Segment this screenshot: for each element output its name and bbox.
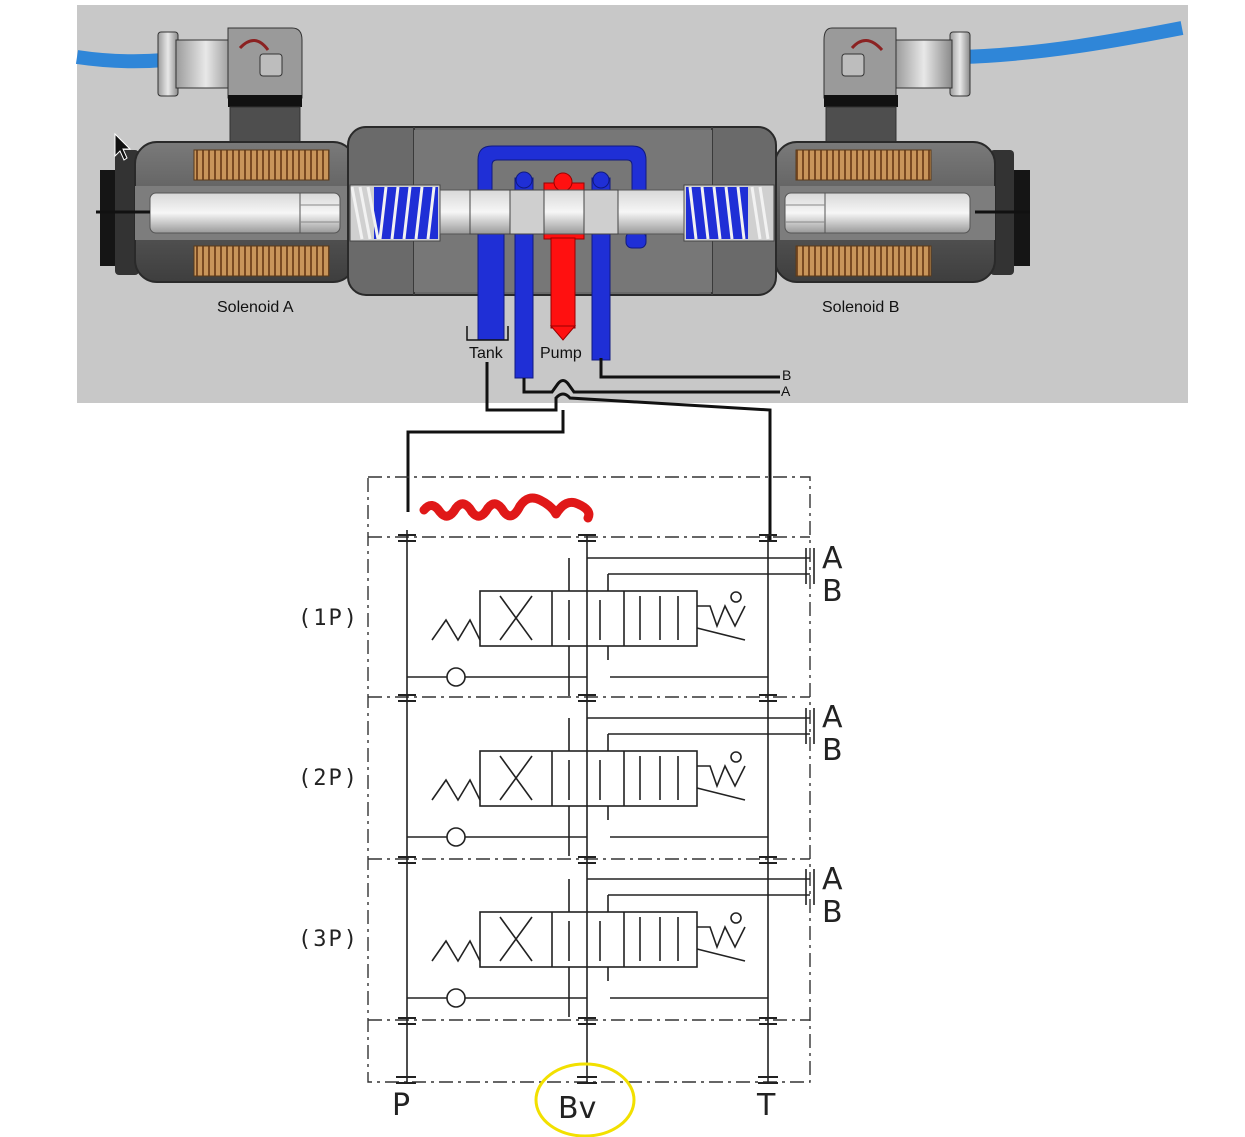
solenoid-b [774,141,1030,283]
red-scribble-annotation [419,493,594,523]
port-b-label: B [782,367,791,383]
port-bv-label: Bv [558,1091,596,1126]
connector-a [157,27,303,144]
connection-lines [406,358,780,541]
tank-bracket [466,326,509,341]
valve-illustration: Solenoid A Solenoid B Tank Pump B A [75,5,1188,403]
section-port-markers [396,534,778,1084]
hose-left [75,50,166,69]
section-1-label: (1P) [298,606,359,631]
valve-section-2 [407,708,815,856]
solenoid-a [96,141,356,283]
spring-left [349,184,441,242]
pump-label: Pump [540,345,582,362]
hydraulic-schematic: (1P) (2P) (3P) A B A B A B P Bv T [298,476,843,1126]
section-3-port-b: B [822,895,843,930]
hose-right [959,21,1184,64]
solenoid-b-label: Solenoid B [822,299,899,316]
section-2-label: (2P) [298,766,359,791]
tank-label: Tank [469,345,504,362]
section-2-port-b: B [822,733,843,768]
highlight-circle [534,1062,636,1137]
section-3-label: (3P) [298,927,359,952]
section-3-port-a: A [822,862,843,897]
spool [439,189,685,235]
valve-section-3 [407,869,815,1017]
section-2-port-a: A [822,700,843,735]
section-1-port-a: A [822,541,843,576]
port-p-label: P [392,1088,410,1123]
mouse-cursor-icon [114,132,132,161]
port-a-label: A [781,383,791,399]
section-1-port-b: B [822,574,843,609]
solenoid-a-label: Solenoid A [217,299,294,316]
port-t-label: T [756,1088,776,1123]
spring-right [683,184,775,242]
valve-section-1 [407,548,815,696]
connector-b [823,27,971,144]
